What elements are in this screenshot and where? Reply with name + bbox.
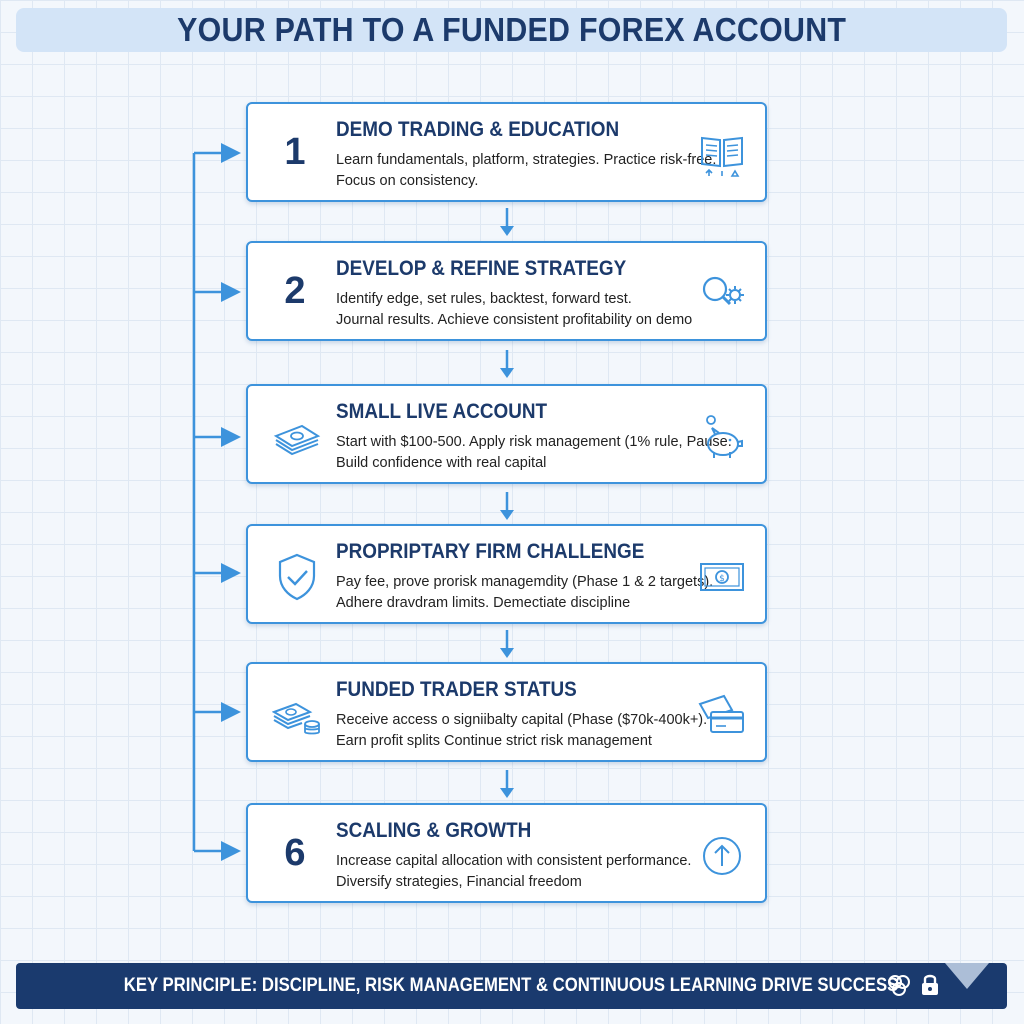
down-arrow-5 bbox=[500, 770, 514, 798]
down-arrow-4 bbox=[500, 630, 514, 658]
step-description: Identify edge, set rules, backtest, forw… bbox=[336, 291, 693, 328]
step-number: 1 bbox=[284, 130, 306, 173]
key-principle-text: KEY PRINCIPLE: DISCIPLINE, RISK MANAGEME… bbox=[124, 975, 899, 996]
title-banner: YOUR PATH TO A FUNDED FOREX ACCOUNT bbox=[16, 8, 1007, 52]
sparkle-decoration bbox=[945, 963, 989, 989]
step-title: SCALING & GROWTH bbox=[336, 819, 532, 842]
down-arrow-2 bbox=[500, 350, 514, 378]
wallet-card-icon bbox=[698, 694, 744, 733]
down-arrow-1 bbox=[500, 208, 514, 236]
key-principle-banner: KEY PRINCIPLE: DISCIPLINE, RISK MANAGEME… bbox=[16, 963, 1007, 1009]
step-card-3: SMALL LIVE ACCOUNT Start with $100-500. … bbox=[246, 384, 767, 484]
step-description: Learn fundamentals, platform, strategies… bbox=[336, 152, 717, 189]
step-card-6: 6 SCALING & GROWTH Increase capital allo… bbox=[246, 803, 767, 903]
arrow-up-circle-icon bbox=[703, 837, 741, 875]
step-title: PROPRIPTARY FIRM CHALLENGE bbox=[336, 540, 645, 563]
step-description: Increase capital allocation with consist… bbox=[336, 853, 692, 890]
step-card-1: 1 DEMO TRADING & EDUCATION Learn fundame… bbox=[246, 102, 767, 202]
magnifier-gear-icon bbox=[702, 276, 744, 306]
step-card-4: PROPRIPTARY FIRM CHALLENGE Pay fee, prov… bbox=[246, 524, 767, 624]
cash-stack-icon bbox=[273, 424, 321, 456]
step-title: SMALL LIVE ACCOUNT bbox=[336, 400, 548, 423]
step-number: 2 bbox=[284, 269, 306, 312]
step-card-5: FUNDED TRADER STATUS Receive access o si… bbox=[246, 662, 767, 762]
brain-icon bbox=[888, 975, 910, 996]
step-description: Pay fee, prove prorisk managemdity (Phas… bbox=[336, 574, 714, 611]
shield-check-icon bbox=[278, 553, 316, 601]
step-title: FUNDED TRADER STATUS bbox=[336, 678, 577, 701]
lock-icon bbox=[922, 974, 938, 995]
step-title: DEVELOP & REFINE STRATEGY bbox=[336, 257, 627, 280]
svg-text:$: $ bbox=[719, 574, 725, 584]
step-number: 6 bbox=[284, 831, 306, 874]
banknote-icon: $ bbox=[700, 563, 744, 591]
piggy-bank-icon bbox=[706, 415, 743, 458]
step-description: Receive access o signiibalty capital (Ph… bbox=[336, 712, 708, 749]
step-description: Start with $100-500. Apply risk manageme… bbox=[336, 434, 732, 471]
down-arrow-3 bbox=[500, 492, 514, 520]
money-coins-icon bbox=[272, 702, 320, 735]
step-title: DEMO TRADING & EDUCATION bbox=[336, 118, 620, 141]
page-title: YOUR PATH TO A FUNDED FOREX ACCOUNT bbox=[176, 11, 847, 48]
book-chart-icon bbox=[701, 136, 743, 177]
step-card-2: 2 DEVELOP & REFINE STRATEGY Identify edg… bbox=[246, 241, 767, 341]
